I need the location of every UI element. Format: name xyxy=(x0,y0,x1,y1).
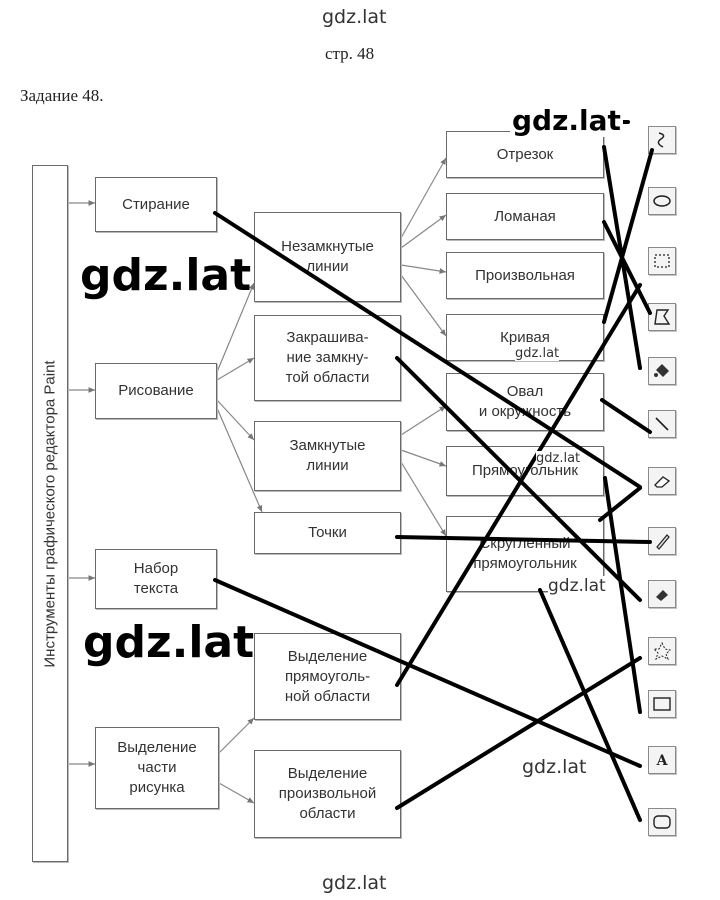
selfree-label-line3: области xyxy=(299,805,356,822)
closed-lines-label-line1: Замкнутые xyxy=(289,437,366,454)
segment-label: Отрезок xyxy=(496,145,554,163)
freeform-label: Произвольная xyxy=(475,266,575,284)
polyline-box: Ломаная xyxy=(446,193,604,240)
selrect-label-line1: Выделение xyxy=(287,647,368,665)
page-number-label: стр. 48 xyxy=(325,44,375,63)
watermark-small-1: gdz.lat xyxy=(515,346,560,361)
svg-text:A: A xyxy=(656,753,669,769)
text-input-label-line1: Набор xyxy=(133,560,179,577)
fill-label-line3: той области xyxy=(285,369,370,386)
points-label: Точки xyxy=(308,524,347,541)
watermark-small-2: gdz.lat xyxy=(536,451,581,466)
freeform-box: Произвольная xyxy=(446,252,604,299)
ellipse-box: Овал и окружность xyxy=(446,373,604,431)
rounded-label-line2: прямоугольник xyxy=(473,555,577,572)
fill-bucket-tool-icon xyxy=(648,357,676,385)
select-part-label-line1: Выделение xyxy=(117,739,197,756)
open-lines-label-line1: Незамкнутые xyxy=(281,238,374,255)
segment-box: Отрезок xyxy=(446,131,604,178)
polyline-label: Ломаная xyxy=(494,207,556,225)
watermark-large-1: gdz.lat xyxy=(80,250,252,301)
ellipse-label-line1: Овал xyxy=(506,383,544,400)
task-title: Задание 48. xyxy=(20,86,104,105)
selrect-label-line2: прямоуголь- xyxy=(284,667,371,685)
fill-label-line1: Закрашива- xyxy=(286,329,369,346)
curve-label: Кривая xyxy=(500,328,550,346)
selfree-label-line2: произвольной xyxy=(278,785,377,802)
freeform-shape-tool-icon xyxy=(648,303,676,331)
text-input-label-line2: текста xyxy=(133,580,179,597)
points-box: Точки xyxy=(254,512,401,554)
draw-label: Рисование xyxy=(118,382,194,399)
select-part-label-line3: рисунка xyxy=(129,779,185,796)
erase-box: Стирание xyxy=(95,177,217,232)
pencil-tool-icon xyxy=(648,527,676,555)
rounded-rect-tool-icon xyxy=(648,808,676,836)
watermark-medium-1: gdz.lat xyxy=(510,104,623,137)
fill-label-line2: ние замкну- xyxy=(286,349,369,366)
selfree-label-line1: Выделение xyxy=(287,765,368,782)
text-tool-icon: A xyxy=(648,746,676,774)
eraser-tool-icon xyxy=(648,467,676,495)
line-tool-icon xyxy=(648,410,676,438)
fill-closed-area-box: Закрашива- ние замкну- той области xyxy=(254,315,401,401)
rectangle-tool-icon xyxy=(648,690,676,718)
brush-tool-icon xyxy=(648,580,676,608)
free-select-tool-icon xyxy=(648,637,676,665)
erase-label: Стирание xyxy=(122,195,190,213)
watermark-large-2: gdz.lat xyxy=(83,617,255,668)
open-lines-label-line2: линии xyxy=(306,258,349,275)
closed-lines-box: Замкнутые линии xyxy=(254,421,401,491)
ellipse-tool-icon xyxy=(648,187,676,215)
paint-tools-root-box: Инструменты графического редактора Paint xyxy=(32,165,68,862)
watermark-small-3: gdz.lat xyxy=(548,576,606,596)
select-rect-tool-icon xyxy=(648,247,676,275)
closed-lines-label-line2: линии xyxy=(306,457,349,474)
watermark-bottom: gdz.lat xyxy=(322,872,387,894)
draw-box: Рисование xyxy=(95,363,217,419)
select-rect-area-box: Выделение прямоуголь- ной области xyxy=(254,633,401,720)
text-input-box: Набор текста xyxy=(95,549,217,609)
select-part-box: Выделение части рисунка xyxy=(95,727,219,809)
select-part-label-line2: части xyxy=(137,759,177,776)
selrect-label-line3: ной области xyxy=(284,687,371,705)
select-free-area-box: Выделение произвольной области xyxy=(254,750,401,838)
watermark-top: gdz.lat xyxy=(322,6,387,28)
watermark-small-4: gdz.lat xyxy=(522,756,587,778)
